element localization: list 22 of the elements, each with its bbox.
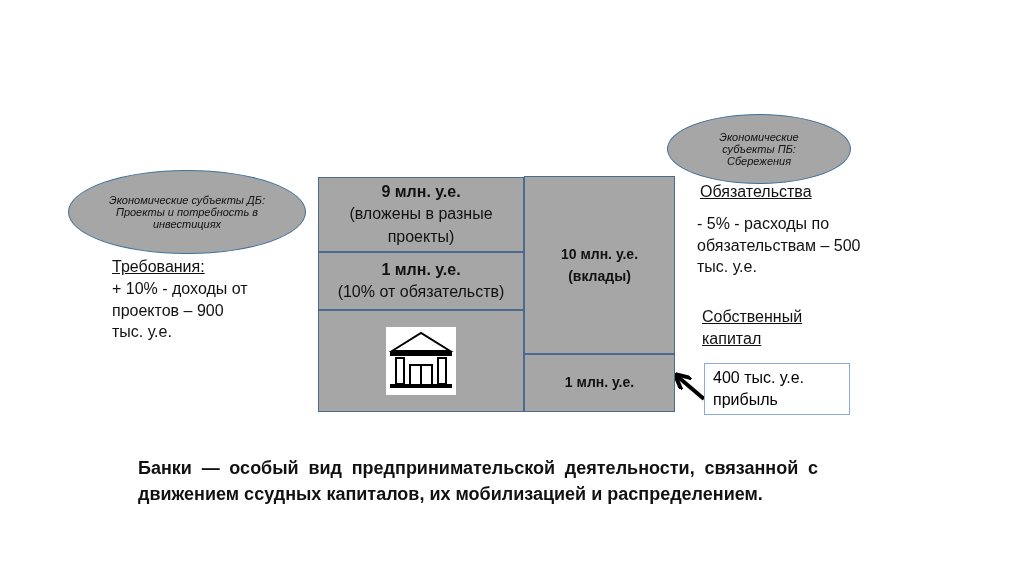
ellipse-text: Проекты и потребность в инвестициях bbox=[114, 206, 260, 230]
amount-text: 9 млн. у.е. bbox=[381, 181, 461, 202]
section-heading: Обязательства bbox=[700, 182, 812, 202]
text-box bbox=[704, 363, 850, 415]
table-cell bbox=[318, 310, 524, 412]
caption-text: Банки — особый вид предпринимательской деятельности, связанной с движением ссудных капиталов, их мобилизацией и распределением. bbox=[138, 457, 818, 507]
table-cell bbox=[318, 177, 524, 252]
table-cell bbox=[524, 354, 675, 412]
note-text: - 5% - расходы по обязательствам – 500 тыс. у.е. bbox=[697, 214, 862, 278]
section-heading: Собственный капитал bbox=[702, 307, 804, 349]
note-text: (10% от обязательств) bbox=[337, 282, 505, 302]
note-text: + 10% - доходы от проектов – 900 тыс. у.е. bbox=[112, 279, 249, 343]
table-cell bbox=[318, 252, 524, 310]
note-text: (вложены в разные проекты) bbox=[348, 204, 494, 247]
amount-text: 1 млн. у.е. bbox=[564, 373, 635, 393]
table-cell bbox=[524, 176, 675, 354]
ellipse-heading: Экономические субъекты ДБ: bbox=[109, 194, 265, 206]
amount-text: 1 млн. у.е. bbox=[381, 259, 461, 280]
amount-text: 10 млн. у.е. (вклады) bbox=[559, 244, 640, 286]
section-heading: Требования: bbox=[112, 257, 205, 277]
box-text: 400 тыс. у.е. прибыль bbox=[713, 368, 806, 410]
ellipse-heading: Экономические субъекты ПБ: Сбережения bbox=[718, 131, 800, 167]
